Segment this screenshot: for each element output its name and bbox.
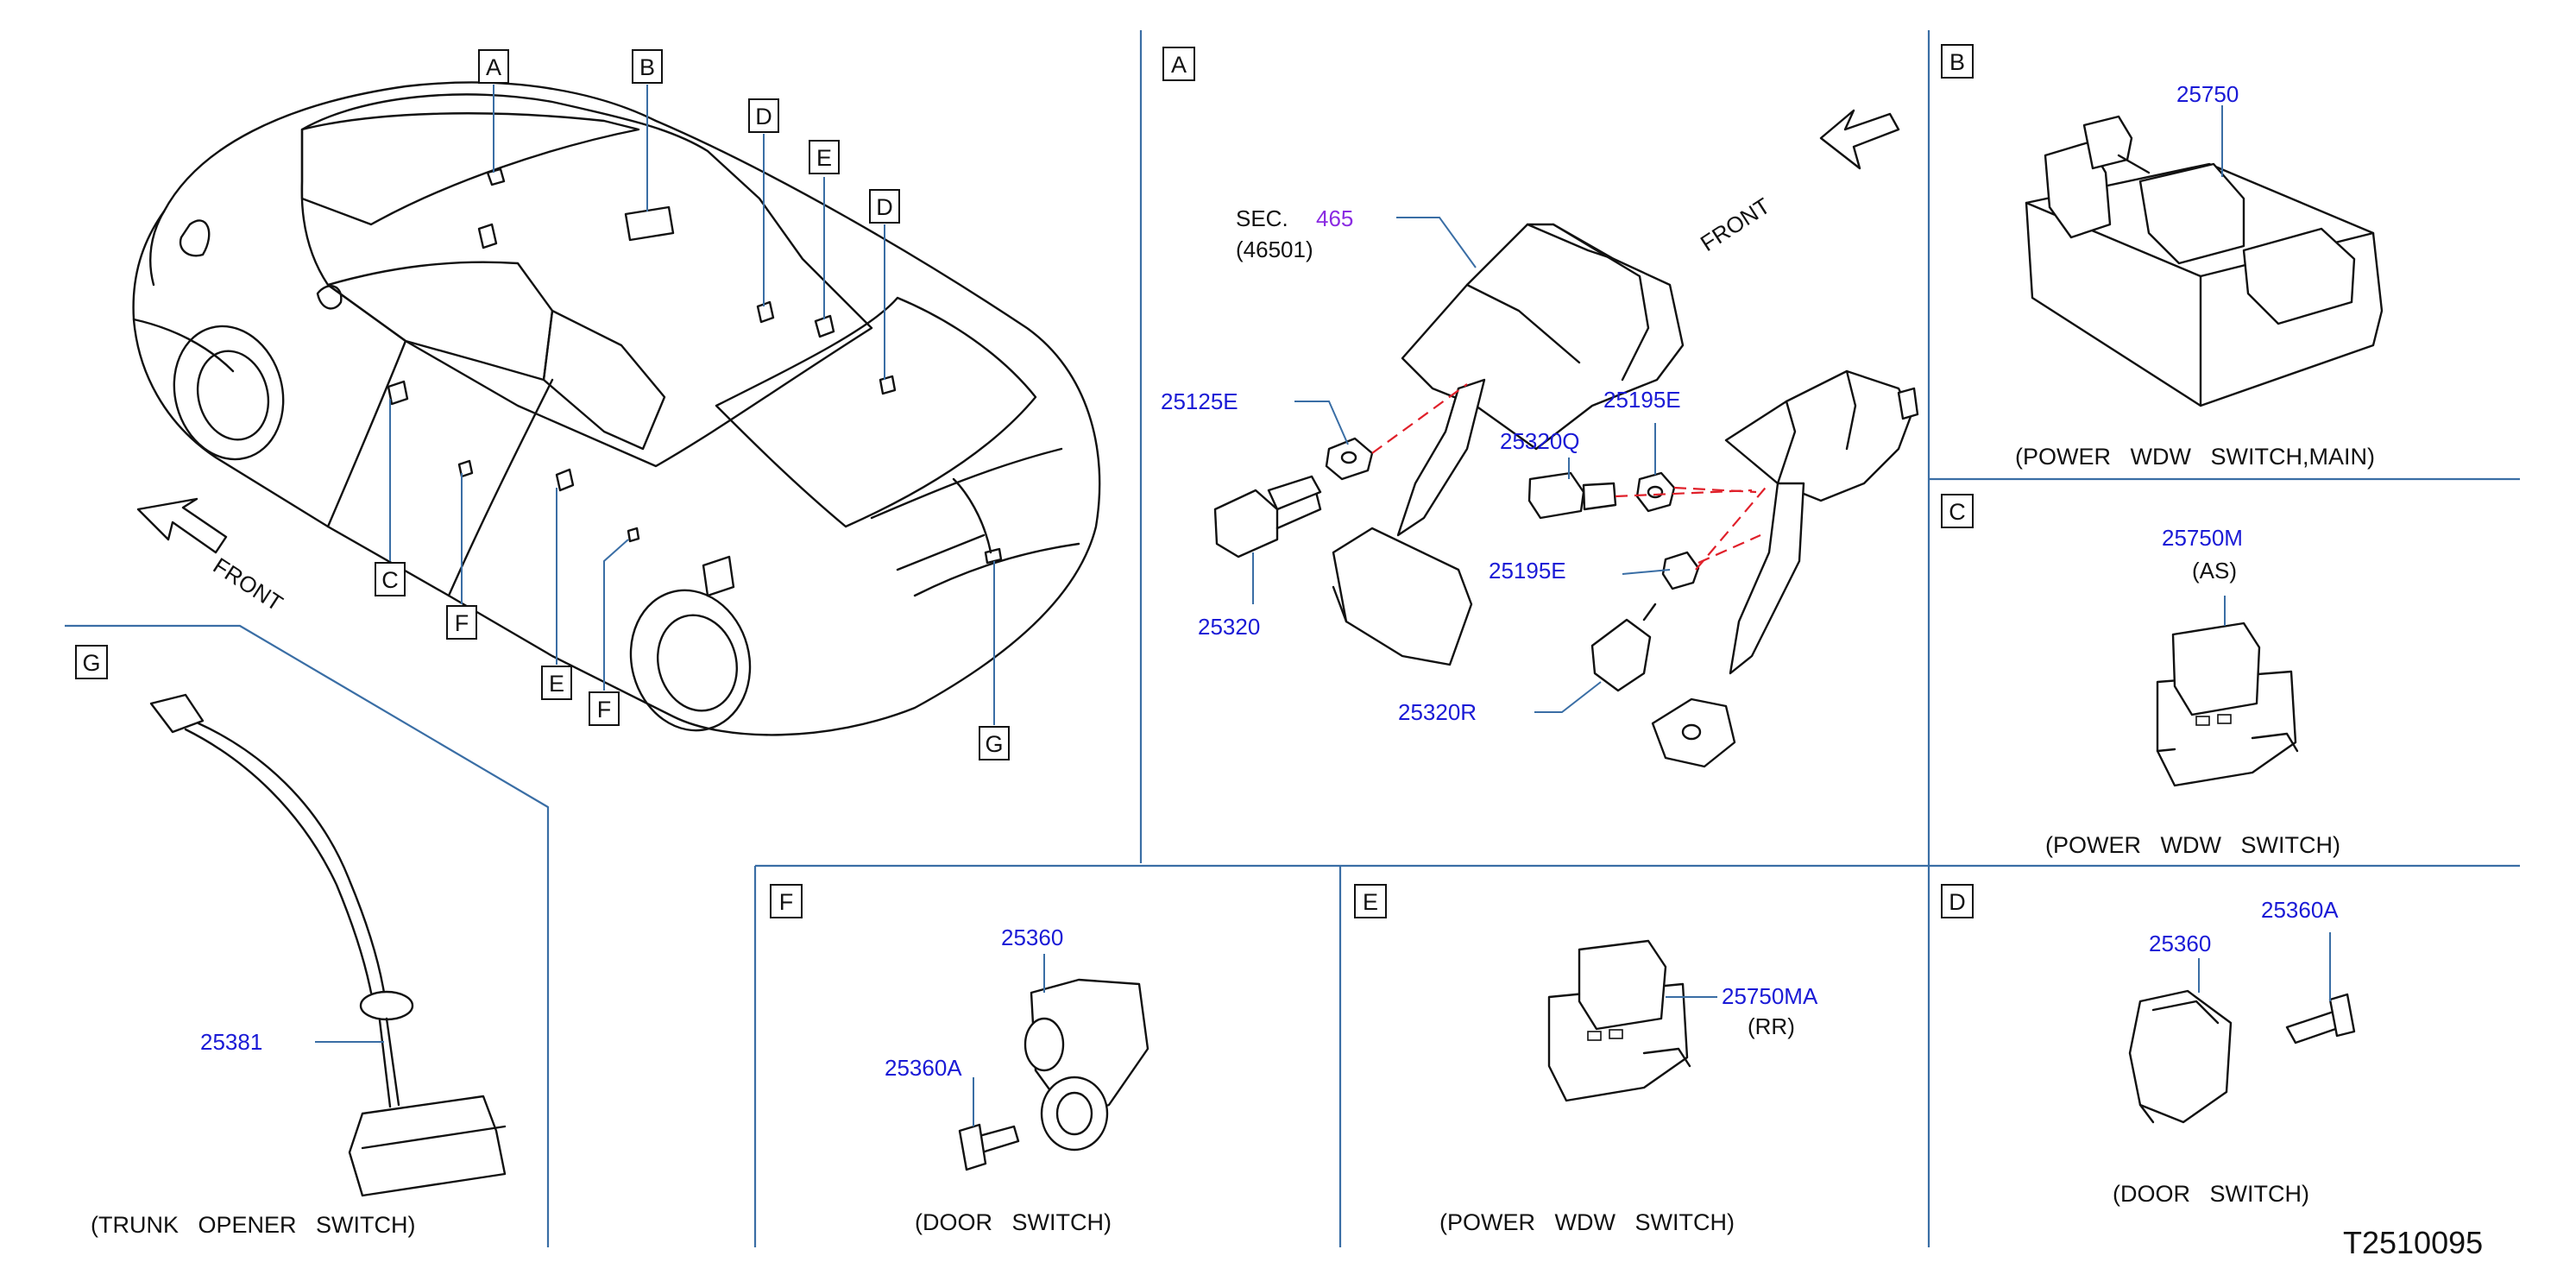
- switch-25320q: [1527, 471, 1617, 520]
- svg-text:(DOOR SWITCH): (DOOR SWITCH): [2113, 1181, 2309, 1207]
- svg-text:(TRUNK OPENER SWITCH): (TRUNK OPENER SWITCH): [91, 1212, 416, 1238]
- callout-box-a: A: [478, 49, 509, 84]
- callout-box-e: E: [809, 140, 840, 174]
- front-arrow-vehicle: FRONT: [136, 497, 288, 616]
- callout-box-d: D: [748, 98, 779, 133]
- svg-text:25750MA: 25750MA: [1722, 983, 1818, 1009]
- svg-text:C: C: [1949, 499, 1966, 525]
- svg-text:E: E: [549, 671, 564, 697]
- section-g: G 25381 (TRUNK OPENER SWITCH): [75, 645, 507, 1238]
- section-b: B 25750 (POWER WDW SWITCH,MAIN): [1941, 44, 2384, 470]
- svg-text:F: F: [455, 610, 469, 636]
- svg-text:B: B: [1949, 49, 1965, 75]
- panel-dividers: [65, 30, 2520, 1247]
- svg-text:E: E: [816, 145, 832, 171]
- svg-text:(POWER WDW SWITCH): (POWER WDW SWITCH): [1439, 1209, 1735, 1235]
- switch-25320r: [1590, 603, 1657, 692]
- trunk-opener-switch: [149, 693, 507, 1197]
- svg-text:B: B: [639, 54, 655, 80]
- clip-25125e: [1325, 437, 1374, 481]
- callout-box-f: F: [589, 691, 620, 726]
- power-window-switch-rr: [1547, 939, 1691, 1102]
- svg-text:25195E: 25195E: [1489, 558, 1566, 584]
- svg-text:25195E: 25195E: [1603, 387, 1681, 413]
- svg-text:(POWER WDW SWITCH): (POWER WDW SWITCH): [2045, 832, 2340, 858]
- svg-text:SEC.: SEC.: [1236, 205, 1288, 231]
- front-arrow-pedal: FRONT: [1696, 109, 1900, 256]
- callout-box-d: D: [869, 189, 900, 224]
- svg-text:25320R: 25320R: [1398, 699, 1477, 725]
- svg-text:25750M: 25750M: [2162, 525, 2243, 551]
- svg-text:D: D: [755, 104, 772, 129]
- door-switch-bolt-d: [2285, 993, 2356, 1044]
- svg-text:25320: 25320: [1198, 614, 1260, 640]
- svg-text:F: F: [779, 889, 794, 915]
- diagram-code: T2510095: [2343, 1225, 2483, 1260]
- svg-text:25360A: 25360A: [2261, 897, 2339, 923]
- clip-25195e-lower: [1661, 551, 1700, 590]
- section-f: F 25360 25360A (DOOR SWITCH): [770, 884, 1149, 1235]
- vehicle-leaders: [389, 85, 995, 725]
- callout-box-g: G: [979, 726, 1010, 760]
- svg-text:25320Q: 25320Q: [1500, 428, 1580, 454]
- svg-text:G: G: [985, 731, 1003, 757]
- svg-text:FRONT: FRONT: [209, 552, 288, 616]
- power-window-main-switch: [2025, 115, 2384, 407]
- callout-box-c: C: [375, 562, 406, 596]
- svg-text:25125E: 25125E: [1161, 388, 1238, 414]
- door-switch-d: [2128, 989, 2233, 1124]
- brake-pedal: [1332, 378, 1486, 666]
- svg-text:(RR): (RR): [1748, 1013, 1795, 1039]
- svg-text:F: F: [597, 697, 612, 723]
- section-d: D 25360 25360A (DOOR SWITCH): [1941, 884, 2356, 1207]
- callout-box-e: E: [541, 666, 572, 700]
- svg-text:FRONT: FRONT: [1696, 192, 1775, 256]
- svg-text:25750: 25750: [2176, 81, 2239, 107]
- svg-text:25360: 25360: [2149, 931, 2211, 956]
- power-window-switch-as: [2156, 622, 2299, 787]
- callout-box-f: F: [446, 605, 477, 640]
- svg-text:C: C: [381, 567, 399, 593]
- section-a: A FRONT: [1161, 47, 1919, 768]
- svg-text:G: G: [82, 650, 100, 676]
- svg-text:(46501): (46501): [1236, 237, 1313, 262]
- svg-text:25360: 25360: [1001, 924, 1063, 950]
- svg-text:(DOOR SWITCH): (DOOR SWITCH): [915, 1209, 1112, 1235]
- svg-text:D: D: [876, 194, 893, 220]
- svg-text:25381: 25381: [200, 1029, 262, 1055]
- svg-text:(AS): (AS): [2192, 558, 2237, 584]
- section-e: E 25750MA (RR) (POWER WDW SWITCH): [1354, 884, 1818, 1235]
- svg-text:A: A: [486, 54, 501, 80]
- door-switch-f: [1023, 978, 1149, 1152]
- svg-text:D: D: [1949, 889, 1966, 915]
- door-switch-bolt-f: [958, 1123, 1020, 1171]
- callout-box-b: B: [632, 49, 663, 84]
- svg-text:E: E: [1363, 889, 1378, 915]
- svg-text:A: A: [1171, 52, 1187, 78]
- vehicle-overview: A B D E D C F E F G FRONT: [132, 49, 1101, 760]
- section-c: C 25750M (AS) (POWER WDW SWITCH): [1941, 494, 2340, 858]
- sedan-illustration: [132, 81, 1101, 736]
- hidden-lines: [1371, 383, 1770, 571]
- svg-text:25360A: 25360A: [885, 1055, 962, 1081]
- svg-text:(POWER WDW SWITCH,MAIN): (POWER WDW SWITCH,MAIN): [2015, 444, 2375, 470]
- accelerator-pedal: [1651, 482, 1805, 768]
- clip-25195e-upper: [1635, 471, 1676, 513]
- accelerator-pedal-bracket: [1724, 369, 1919, 502]
- stop-lamp-switch: [1213, 475, 1322, 558]
- brake-pedal-bracket: [1401, 223, 1685, 451]
- svg-text:465: 465: [1316, 205, 1353, 231]
